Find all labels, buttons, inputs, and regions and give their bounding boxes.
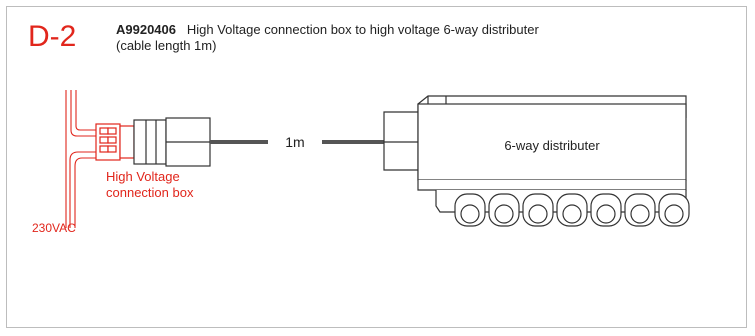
supply-voltage-label: 230VAC bbox=[32, 221, 76, 235]
outlet-socket bbox=[454, 193, 486, 227]
diagram-title: High Voltage connection box to high volt… bbox=[186, 22, 539, 37]
diagram-header: A9920406 High Voltage connection box to … bbox=[116, 22, 716, 54]
box-label-line2: connection box bbox=[106, 185, 194, 200]
outlet-socket bbox=[522, 193, 554, 227]
outlet-socket bbox=[488, 193, 520, 227]
cable-length-label: 1m bbox=[285, 134, 304, 150]
outlet-socket bbox=[556, 193, 588, 227]
distributor-label: 6-way distributer bbox=[504, 138, 600, 153]
distributor-outlets bbox=[454, 193, 690, 227]
box-label-line1: High Voltage bbox=[106, 169, 180, 184]
diagram-code: D-2 bbox=[28, 20, 77, 53]
outlet-socket bbox=[624, 193, 656, 227]
six-way-distributor bbox=[383, 95, 687, 213]
outlet-socket bbox=[658, 193, 690, 227]
outlet-socket bbox=[590, 193, 622, 227]
hv-plug bbox=[133, 117, 211, 167]
hv-connection-box bbox=[95, 123, 135, 161]
diagram-subtitle: (cable length 1m) bbox=[116, 38, 217, 53]
part-number: A9920406 bbox=[116, 22, 176, 37]
supply-wires bbox=[65, 90, 96, 228]
